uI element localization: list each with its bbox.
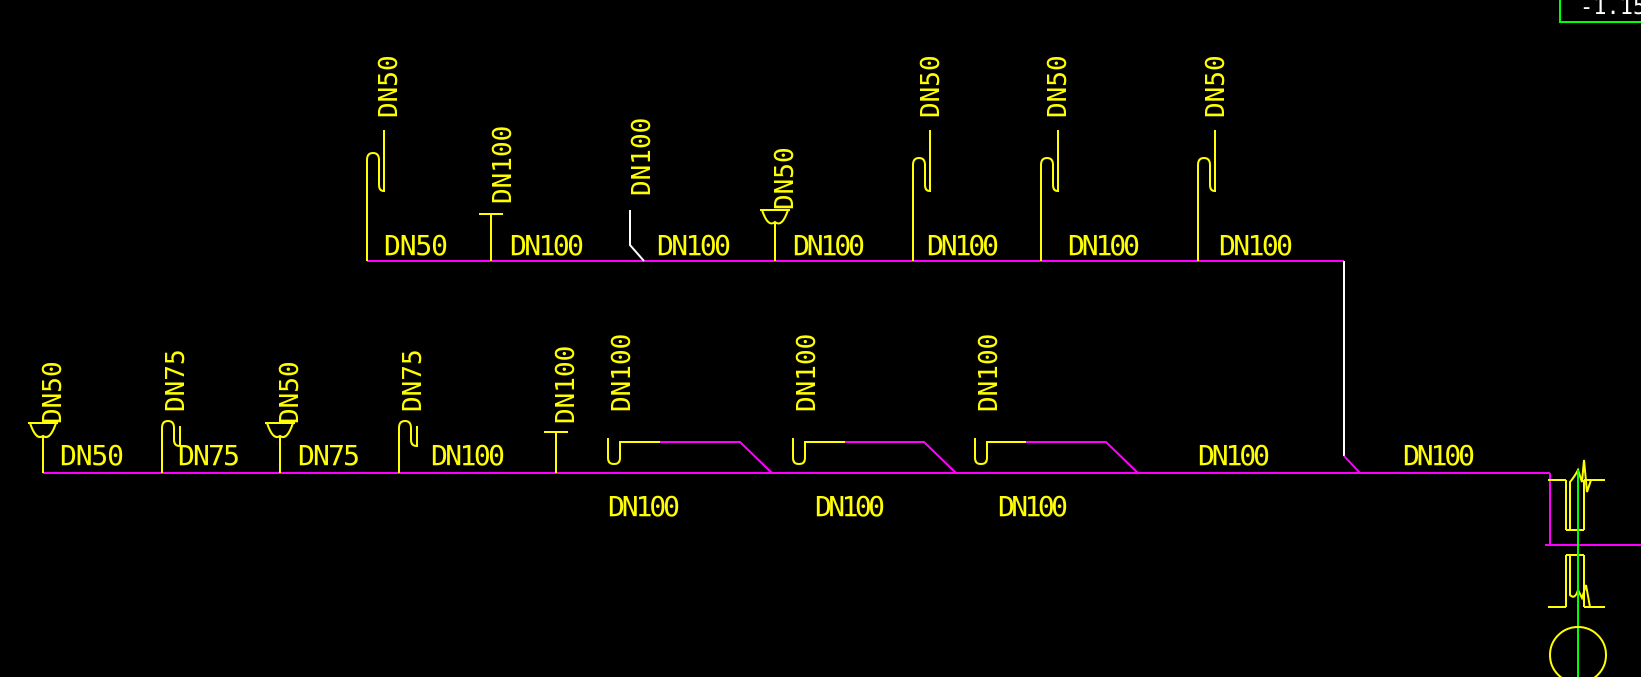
- outlet-pipe: [1545, 473, 1641, 546]
- lower-riser-3-label: DN50: [275, 361, 305, 424]
- elevation-tag: -1.15: [1559, 0, 1641, 23]
- lower-riser-5-label: DN100: [551, 346, 581, 424]
- lower-riser-6-trap: [607, 438, 660, 466]
- outlet-assembly: [1545, 459, 1641, 677]
- lower-riser-3-floor-drain: [265, 422, 295, 473]
- lower-junction-wye: [1343, 455, 1361, 474]
- outlet-flex-joint-upper: [1569, 459, 1592, 530]
- lower-segment-3-label: DN75: [298, 439, 360, 472]
- upper-segment-7-label: DN100: [1219, 229, 1293, 262]
- lower-riser-7-label: DN100: [792, 334, 822, 412]
- upper-segment-5-label: DN100: [927, 229, 999, 262]
- lower-riser-2-label: DN75: [161, 349, 191, 412]
- upper-segment-3-label: DN100: [657, 229, 731, 262]
- upper-riser-5-label: DN50: [916, 55, 946, 118]
- upper-riser-2-cleanout: [479, 213, 503, 261]
- lower-riser-7-trap: [792, 438, 845, 466]
- upper-riser-1-trap: [366, 130, 385, 261]
- upper-riser-4-floor-drain: [760, 209, 790, 261]
- upper-riser-1-label: DN50: [374, 55, 404, 118]
- lower-segment-below-2-label: DN100: [815, 490, 885, 523]
- upper-riser-4-label: DN50: [770, 147, 800, 210]
- lower-riser-5-cleanout: [544, 431, 568, 473]
- lower-riser-1-label: DN50: [38, 361, 68, 424]
- lower-riser-8-label: DN100: [974, 334, 1004, 412]
- lower-segment-below-1-label: DN100: [608, 490, 680, 523]
- lower-segment-1-label: DN50: [60, 439, 124, 472]
- lower-riser-1-floor-drain: [28, 422, 58, 473]
- upper-riser-6-label: DN50: [1043, 55, 1073, 118]
- outlet-manhole-circle: [1549, 626, 1607, 677]
- upper-branch: DN50 DN50 DN100 DN100 DN100 DN100 DN50 D…: [366, 55, 1345, 456]
- upper-riser-6-trap: [1040, 130, 1059, 261]
- lower-subbranch-a-pipe: [660, 441, 773, 474]
- lower-riser-8-trap: [974, 438, 1026, 466]
- elevation-tag-text: -1.15: [1580, 0, 1641, 20]
- lower-riser-6-label: DN100: [607, 334, 637, 412]
- outlet-trap-lower: [1548, 554, 1605, 608]
- elevation-tag-frame: [1559, 0, 1641, 23]
- outlet-flex-joint-lower: [1569, 555, 1591, 608]
- lower-branch: DN50 DN50 DN75 DN75 DN50 DN75 DN75 DN100…: [28, 334, 1550, 523]
- lower-segment-5-label: DN100: [1198, 439, 1270, 472]
- lower-segment-below-3-label: DN100: [998, 490, 1068, 523]
- upper-riser-2-label: DN100: [488, 126, 518, 204]
- lower-segment-4-label: DN100: [431, 439, 505, 472]
- lower-riser-4-label: DN75: [398, 349, 428, 412]
- lower-riser-4-trap: [398, 419, 418, 473]
- upper-segment-4-label: DN100: [793, 229, 865, 262]
- upper-segment-2-label: DN100: [510, 229, 584, 262]
- upper-riser-3-stub: [629, 210, 645, 262]
- lower-segment-2-label: DN75: [178, 439, 240, 472]
- upper-riser-7-trap: [1197, 130, 1216, 261]
- outlet-trap-upper: [1548, 479, 1605, 531]
- lower-riser-2-trap: [161, 419, 181, 473]
- upper-segment-6-label: DN100: [1068, 229, 1140, 262]
- upper-riser-7-label: DN50: [1201, 55, 1231, 118]
- upper-riser-3-label: DN100: [627, 118, 657, 196]
- lower-subbranch-b-pipe: [845, 441, 957, 474]
- upper-segment-1-label: DN50: [384, 229, 448, 262]
- upper-riser-5-trap: [912, 130, 931, 261]
- lower-subbranch-c-pipe: [1026, 441, 1139, 474]
- lower-segment-6-label: DN100: [1403, 439, 1475, 472]
